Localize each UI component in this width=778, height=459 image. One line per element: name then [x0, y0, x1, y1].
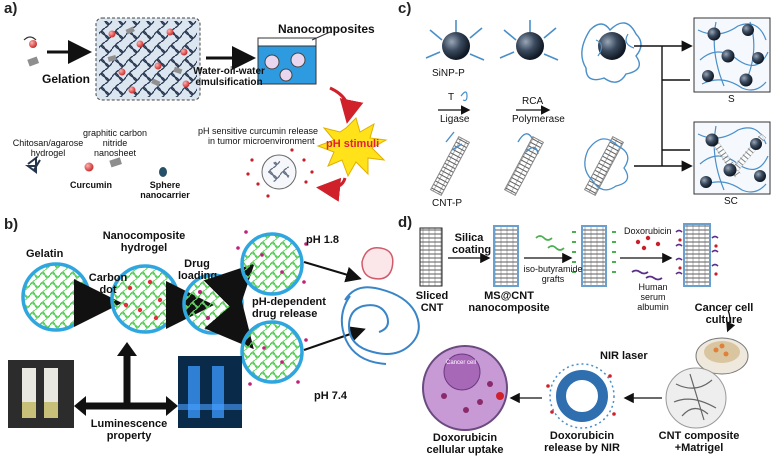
panel-b-graphics: [8, 230, 420, 428]
nanocomposites-label: Nanocomposites: [278, 22, 375, 36]
sinp-label: SiNP-P: [432, 68, 465, 79]
cancer-cell-text: Cancer cell: [446, 360, 477, 366]
cnt-row: [429, 131, 629, 196]
curcumin-legend-icon: [84, 162, 94, 172]
release-particle: [556, 370, 608, 422]
panel-c-graphics: [425, 17, 771, 196]
cnt-composite-label: CNT composite+Matrigel: [658, 430, 740, 454]
rca-label: RCA: [522, 96, 544, 107]
luminescence-photo: [178, 356, 242, 428]
ph74-label: pH 7.4: [314, 390, 348, 402]
sphere-legend-icon: [159, 167, 167, 177]
sc-label: SC: [724, 196, 738, 207]
ph74-circle: [240, 320, 304, 384]
t-label: T: [448, 92, 455, 103]
panel-d-tag: d): [398, 214, 413, 231]
nir-laser-label: NIR laser: [600, 350, 648, 362]
gelation-label: Gelation: [42, 72, 91, 86]
sliced-cnt-tube: [419, 227, 443, 287]
curcumin-dot: [29, 40, 37, 48]
ph18-label: pH 1.8: [306, 234, 340, 246]
panel-a-tag: a): [4, 0, 18, 17]
ph-stimuli-star: [316, 117, 388, 178]
nanosheet-legend-icon: [109, 157, 122, 168]
intestine-outline: [344, 286, 420, 355]
curcumin-legend-label: Curcumin: [70, 180, 113, 190]
sinp-row: [425, 20, 642, 83]
doxorubicin-label: Doxorubicin: [624, 226, 672, 236]
panel-d-graphics: [419, 223, 749, 431]
panel-c-tag: c): [398, 0, 412, 17]
panel-a-graphics: [23, 17, 388, 202]
cnt-p-label: CNT-P: [432, 198, 462, 209]
ph-stimuli-label: pH stimuli: [326, 138, 380, 150]
gelatin-label: Gelatin: [26, 248, 64, 260]
nanosheet-shape: [27, 56, 40, 67]
panel-b-tag: b): [4, 216, 19, 233]
stomach-outline: [361, 247, 394, 280]
ph18-circle: [240, 232, 304, 296]
polymerase-label: Polymerase: [512, 114, 565, 125]
hydrogel-legend-icon: [25, 156, 41, 174]
drug-loaded-circle: [182, 273, 244, 335]
s-label: S: [728, 94, 735, 105]
cnt-composite-circle: [665, 367, 727, 429]
final-tube: [683, 223, 711, 287]
vial-photo: [8, 360, 74, 428]
grafted-tube: [581, 225, 607, 287]
gelatin-circle: [21, 262, 91, 332]
ligase-label: Ligase: [440, 114, 470, 125]
ms-cnt-tube: [493, 225, 519, 287]
